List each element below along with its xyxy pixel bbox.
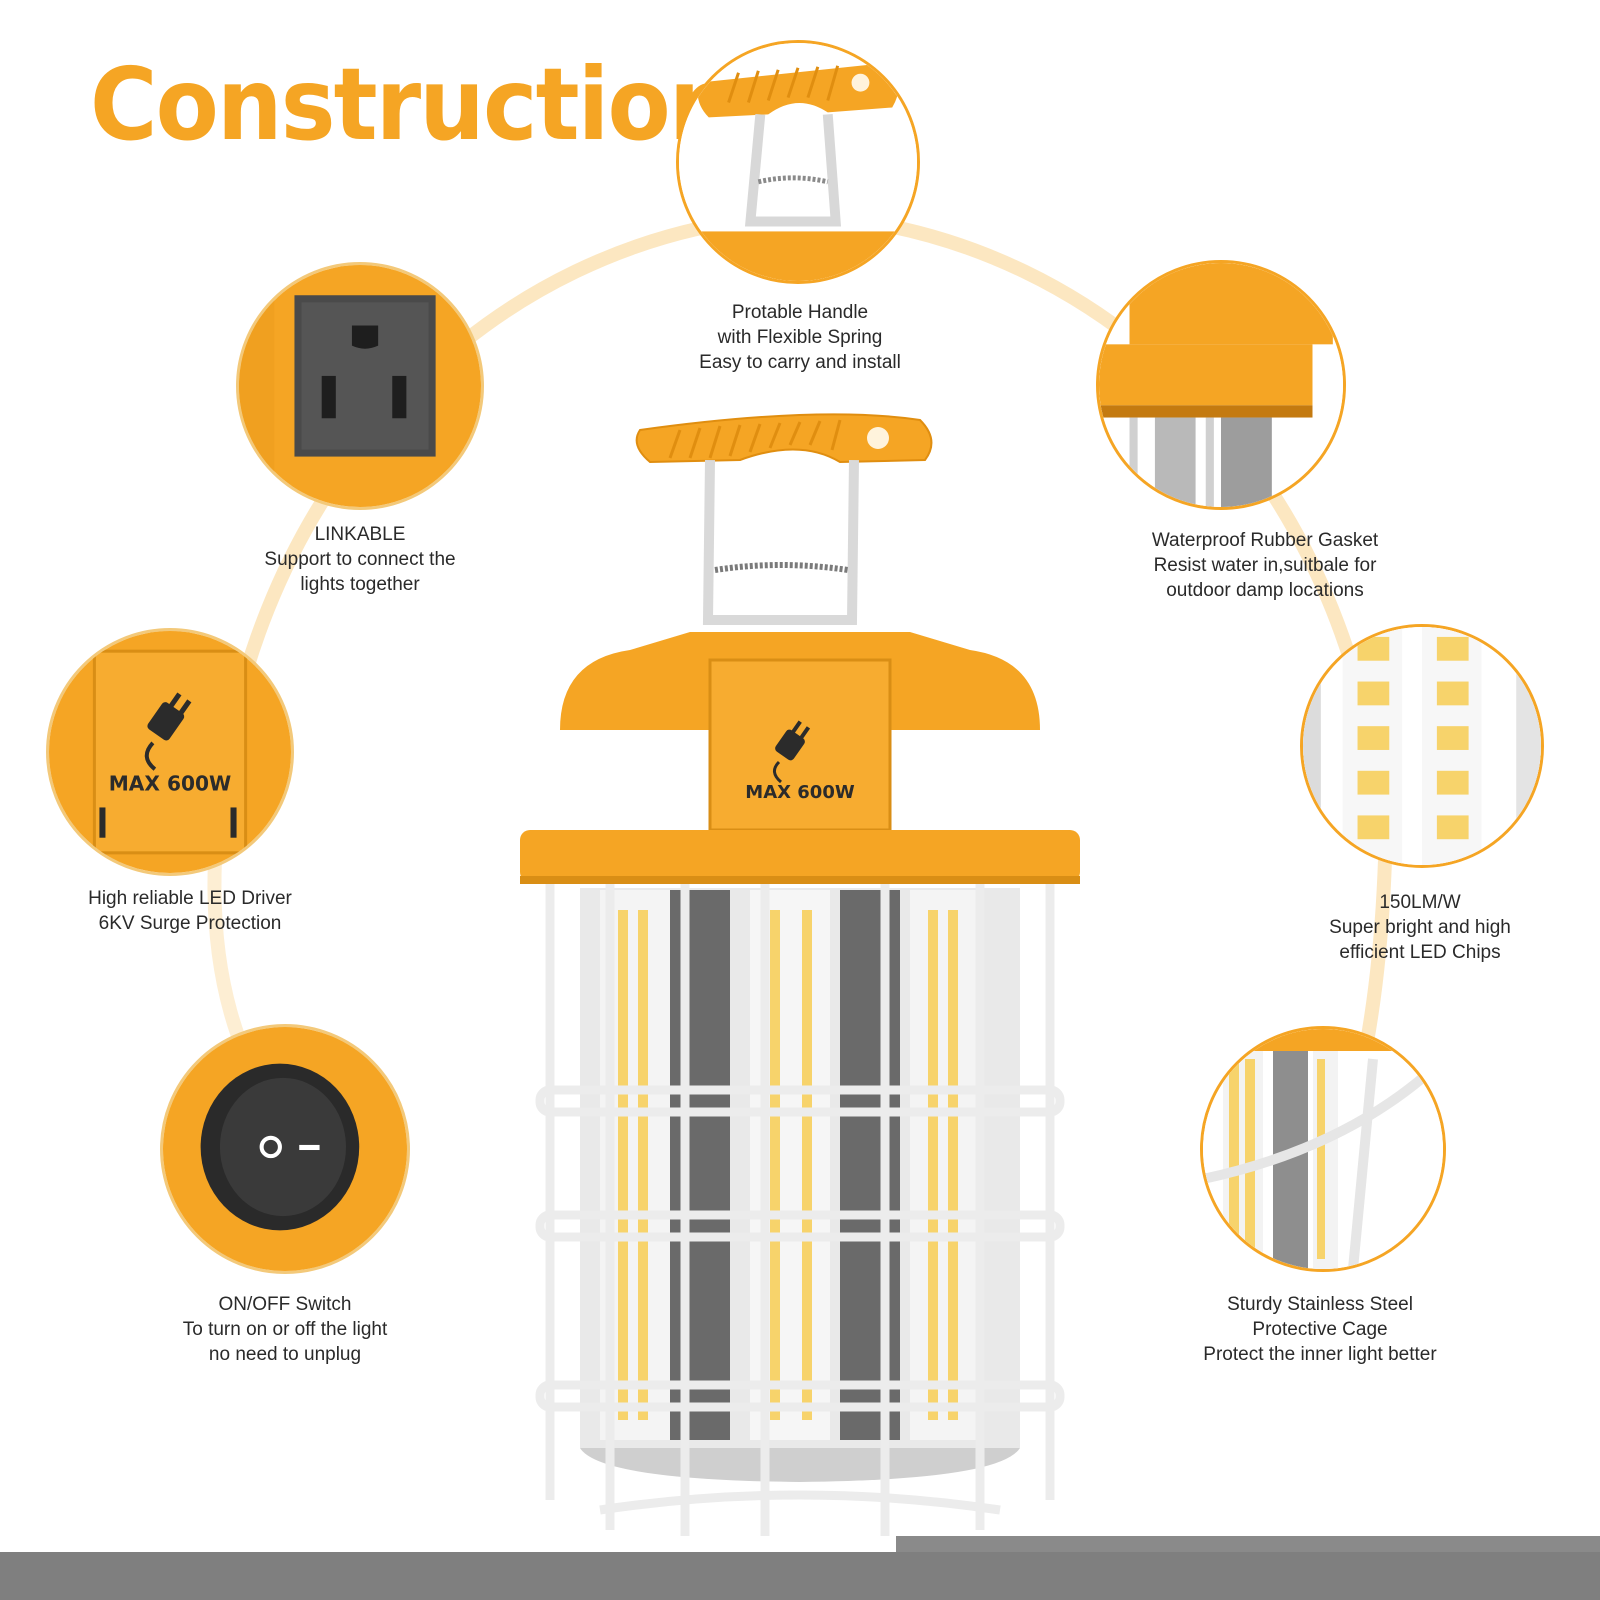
caption-line: with Flexible Spring [717,327,883,348]
handle-bubble [676,40,920,284]
led-chips-icon [1303,627,1541,865]
switch-caption: ON/OFF Switch To turn on or off the ligh… [140,1292,430,1367]
cage-caption: Sturdy Stainless Steel Protective Cage P… [1170,1292,1470,1367]
caption-line: LINKABLE [314,524,406,545]
outlet-bubble [236,262,484,510]
chips-bubble [1300,624,1544,868]
caption-line: Easy to carry and install [699,352,901,373]
cage-icon [1203,1029,1443,1269]
caption-line: Protable Handle [731,302,869,323]
driver-caption: High reliable LED Driver 6KV Surge Prote… [40,886,340,936]
chips-caption: 150LM/W Super bright and high efficient … [1270,890,1570,965]
gasket-bubble [1096,260,1346,510]
driver-bubble: MAX 600W [46,628,294,876]
caption-line: Resist water in,suitbale for [1153,555,1377,576]
driver-badge: MAX 600W [109,771,232,795]
handle-icon [679,43,917,281]
gasket-caption: Waterproof Rubber Gasket Resist water in… [1100,528,1430,603]
caption-line: efficient LED Chips [1339,942,1501,963]
caption-line: Waterproof Rubber Gasket [1151,530,1379,551]
caption-line: Protective Cage [1252,1319,1388,1340]
linkable-caption: LINKABLE Support to connect the lights t… [210,522,510,597]
caption-line: ON/OFF Switch [218,1294,352,1315]
footer-band-step [896,1536,1600,1552]
switch-bubble [160,1024,410,1274]
handle-caption: Protable Handle with Flexible Spring Eas… [640,300,960,375]
cage-bubble [1200,1026,1446,1272]
footer-band-light [0,1536,896,1552]
lamp-head: MAX 600W [520,632,1080,884]
caption-line: no need to unplug [208,1344,362,1365]
lamp-led-body [580,888,1020,1482]
caption-line: High reliable LED Driver [88,888,292,909]
footer-band [0,1552,1600,1600]
caption-line: 150LM/W [1379,892,1461,913]
lamp-badge: MAX 600W [745,782,855,803]
lamp-cage [535,884,1065,1540]
caption-line: Super bright and high [1329,917,1511,938]
caption-line: Protect the inner light better [1203,1344,1437,1365]
work-light-product: MAX 600W [520,413,1080,1540]
caption-line: 6KV Surge Protection [98,913,282,934]
page-title: Construction [90,46,734,163]
caption-line: Sturdy Stainless Steel [1227,1294,1413,1315]
rocker-switch-icon [163,1027,407,1271]
caption-line: Support to connect the [264,549,456,570]
driver-panel: MAX 600W [49,631,291,873]
caption-line: To turn on or off the light [182,1319,388,1340]
plug-icon [773,720,811,784]
caption-line: lights together [300,574,420,595]
lamp-handle [635,413,933,625]
caption-line: outdoor damp locations [1166,580,1364,601]
plug-icon [144,692,192,771]
outlet-icon [239,265,481,507]
gasket-icon [1099,263,1343,507]
